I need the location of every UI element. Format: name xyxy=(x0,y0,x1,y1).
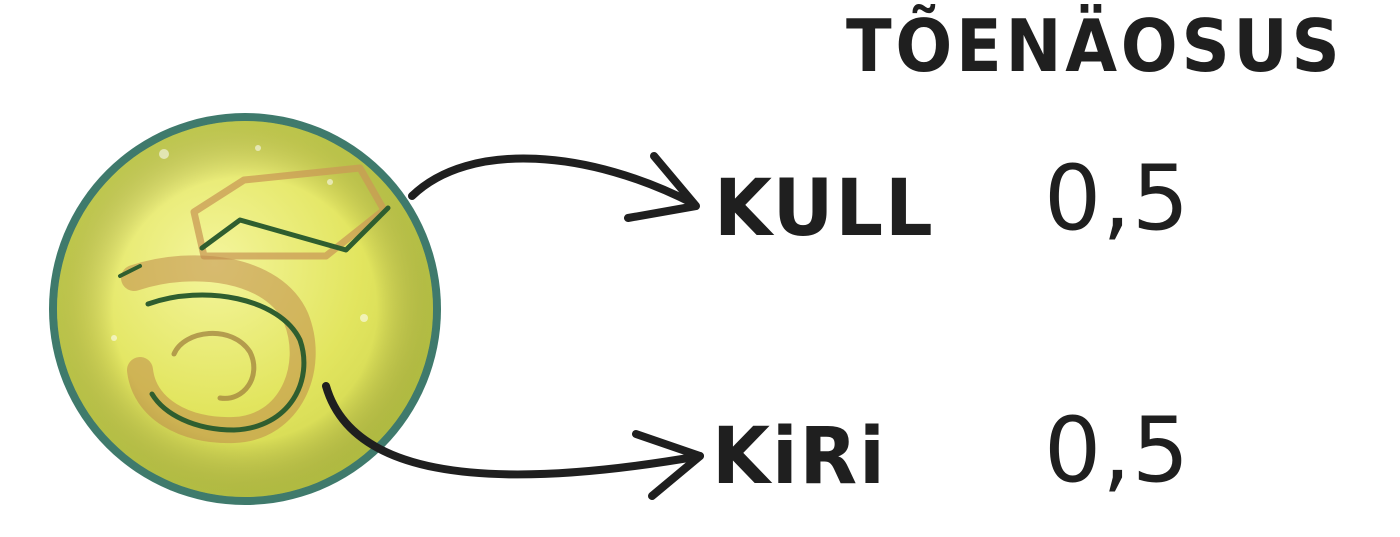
outcome-label-kiri: KiRi xyxy=(712,412,887,502)
outcome-probability-kull: 0,5 xyxy=(1044,146,1191,251)
outcome-probability-kiri: 0,5 xyxy=(1044,398,1191,503)
outcome-label-kull: KULL xyxy=(714,164,935,254)
diagram-title: TÕENÄOSUS xyxy=(846,4,1344,88)
arrowhead-kull xyxy=(624,152,700,222)
arrowhead-kiri xyxy=(632,430,704,500)
coin xyxy=(44,108,446,510)
arrow-to-kull xyxy=(408,154,698,208)
coin-icon xyxy=(49,113,441,505)
coin-engraving xyxy=(118,164,391,444)
